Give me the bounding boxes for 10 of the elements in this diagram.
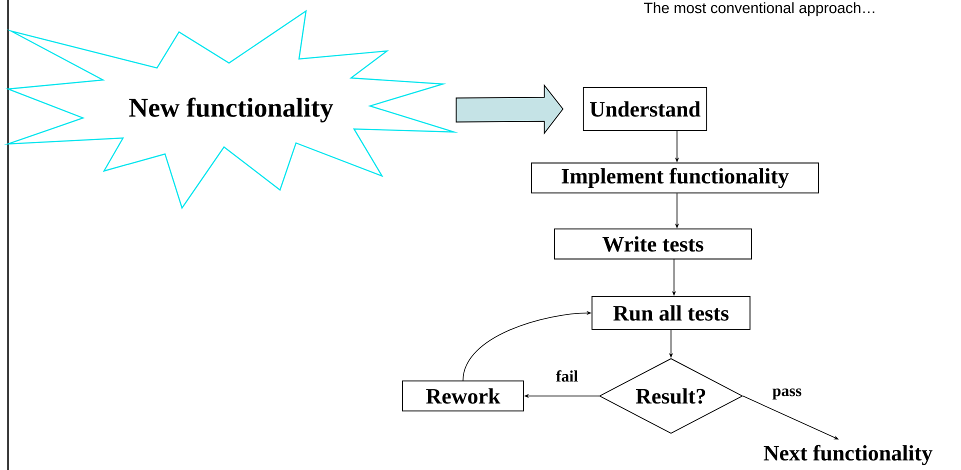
process-box: Implement functionality — [531, 162, 819, 194]
title: The most conventional approach… — [644, 2, 874, 16]
process-box: Write tests — [554, 228, 752, 260]
edge-label: pass — [771, 388, 803, 400]
process-box: Understand — [582, 87, 708, 131]
edge-label: fail — [554, 369, 580, 383]
process-box: Run all tests — [592, 296, 750, 330]
block-arrow — [456, 84, 564, 135]
node-text: Next functionality — [764, 444, 932, 466]
process-box: Rework — [402, 380, 524, 412]
